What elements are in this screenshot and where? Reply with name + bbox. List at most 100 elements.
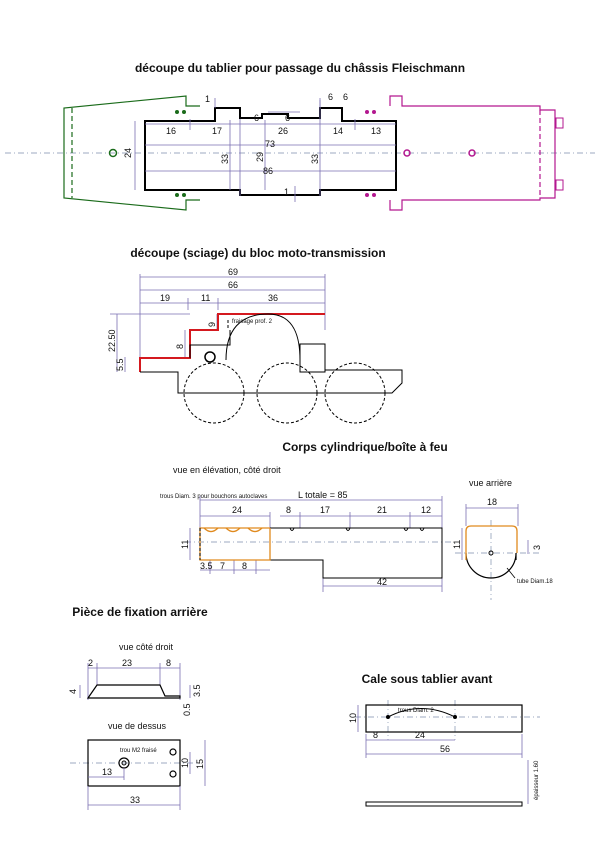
boiler-side-outline — [270, 527, 443, 579]
deck-right-outline — [389, 95, 556, 211]
total-length: L totale = 85 — [298, 490, 347, 500]
view-label-top: vue de dessus — [108, 721, 167, 731]
deck-right-hole — [403, 149, 411, 157]
motor-chassis-outline — [140, 369, 403, 394]
svg-text:0.5: 0.5 — [182, 703, 192, 716]
boiler-dimensions — [189, 496, 443, 592]
svg-text:73: 73 — [265, 139, 275, 149]
deck-right-tab — [555, 179, 564, 191]
svg-text:33: 33 — [220, 154, 230, 164]
shim-side-outline — [365, 801, 523, 807]
section-boiler: Corps cylindrique/boîte à feu vue en élé… — [160, 440, 553, 600]
svg-text:66: 66 — [228, 280, 238, 290]
svg-text:22.50: 22.50 — [107, 329, 117, 352]
deck-dimension-labels: 1 6 6 6 6 16 17 26 14 13 73 86 1 24 33 2… — [123, 92, 381, 197]
view-label-side: vue en élévation, côté droit — [173, 465, 281, 475]
svg-text:8: 8 — [286, 505, 291, 515]
deck-hole — [365, 110, 369, 114]
autoclave-holes — [203, 527, 263, 533]
title-front-shim: Cale sous tablier avant — [362, 672, 493, 686]
title-boiler: Corps cylindrique/boîte à feu — [282, 440, 447, 454]
deck-hole — [175, 110, 179, 114]
svg-text:3.5: 3.5 — [200, 561, 213, 571]
svg-text:33: 33 — [130, 795, 140, 805]
svg-text:14: 14 — [333, 126, 343, 136]
svg-text:13: 13 — [371, 126, 381, 136]
section-rear-mount: Pièce de fixation arrière vue côté droit… — [68, 605, 208, 810]
svg-text:26: 26 — [278, 126, 288, 136]
svg-text:tube Diam.18: tube Diam.18 — [517, 579, 553, 585]
motor-block-hole — [204, 351, 216, 363]
boiler-rear-view: 18 11 3 tube Diam.18 — [452, 497, 553, 600]
svg-text:trou M2 fraisé: trou M2 fraisé — [120, 748, 157, 754]
deck-left-outline — [63, 95, 200, 211]
deck-hole — [182, 110, 186, 114]
title-rear-mount: Pièce de fixation arrière — [72, 605, 208, 619]
svg-text:19: 19 — [160, 293, 170, 303]
svg-text:21: 21 — [377, 505, 387, 515]
svg-text:10: 10 — [180, 758, 190, 768]
deck-right-pivot — [468, 149, 476, 157]
svg-text:33: 33 — [310, 154, 320, 164]
section-motor-block: découpe (sciage) du bloc moto-transmissi… — [107, 246, 403, 424]
title-deck-cutout: découpe du tablier pour passage du châss… — [135, 61, 465, 75]
svg-text:36: 36 — [268, 293, 278, 303]
svg-text:24: 24 — [415, 730, 425, 740]
svg-text:9: 9 — [207, 322, 217, 327]
svg-text:épaisseur 1.60: épaisseur 1.60 — [534, 760, 540, 800]
svg-text:11: 11 — [180, 540, 190, 549]
holes-note: trous Diam. 3 pour bouchons autoclaves — [160, 494, 267, 500]
svg-text:12: 12 — [421, 505, 431, 515]
svg-text:24: 24 — [123, 148, 133, 158]
deck-right-tab — [555, 117, 564, 129]
deck-hole — [372, 110, 376, 114]
deck-hole — [372, 193, 376, 197]
deck-hole — [175, 193, 179, 197]
svg-text:23: 23 — [122, 658, 132, 668]
svg-text:18: 18 — [487, 497, 497, 507]
svg-text:10: 10 — [348, 713, 358, 723]
svg-text:17: 17 — [212, 126, 222, 136]
section-front-shim: Cale sous tablier avant trous Diam. 2 10… — [348, 672, 540, 807]
motor-block-rear — [299, 343, 326, 373]
svg-text:17: 17 — [320, 505, 330, 515]
svg-text:6: 6 — [285, 113, 290, 123]
svg-text:13: 13 — [102, 767, 112, 777]
deck-cutout-outline — [144, 107, 397, 196]
deck-dimensions — [134, 98, 396, 202]
motor-block-step — [189, 330, 231, 358]
svg-text:8: 8 — [373, 730, 378, 740]
svg-text:11: 11 — [201, 293, 210, 303]
driving-wheel-2 — [256, 362, 318, 424]
motor-dimension-labels: 69 66 19 11 36 fraisage prof. 2 22.50 8 … — [107, 267, 278, 371]
svg-text:3.5: 3.5 — [192, 684, 202, 697]
svg-text:8: 8 — [175, 344, 185, 349]
svg-text:24: 24 — [232, 505, 242, 515]
mount-top-view: trou M2 fraisé 13 10 15 33 — [70, 739, 206, 810]
deck-hole — [365, 193, 369, 197]
svg-text:6: 6 — [254, 113, 259, 123]
svg-text:5.5: 5.5 — [115, 358, 125, 371]
svg-text:2: 2 — [88, 658, 93, 668]
deck-left-pivot — [108, 148, 118, 158]
view-label-right-side: vue côté droit — [119, 642, 174, 652]
svg-text:6: 6 — [343, 92, 348, 102]
section-deck-cutout: découpe du tablier pour passage du châss… — [5, 61, 595, 211]
svg-text:42: 42 — [377, 577, 387, 587]
deck-hole — [182, 193, 186, 197]
svg-text:7: 7 — [220, 561, 225, 571]
driving-wheel-3 — [324, 362, 386, 424]
driving-wheel-1 — [183, 362, 245, 424]
svg-text:29: 29 — [255, 152, 265, 162]
svg-text:86: 86 — [263, 166, 273, 176]
boiler-front-section — [199, 527, 271, 561]
svg-text:trous Diam. 2: trous Diam. 2 — [398, 708, 434, 714]
svg-text:1: 1 — [284, 187, 289, 197]
motor-housing-dome — [225, 313, 301, 361]
shim-dimensions — [357, 705, 529, 804]
shim-dimension-labels: trous Diam. 2 10 8 24 56 épaisseur 1.60 — [348, 708, 540, 800]
mount-side-view: 2 23 8 4 3.5 0.5 — [68, 658, 202, 716]
svg-text:4: 4 — [68, 689, 78, 694]
motor-cut-line — [139, 313, 325, 372]
